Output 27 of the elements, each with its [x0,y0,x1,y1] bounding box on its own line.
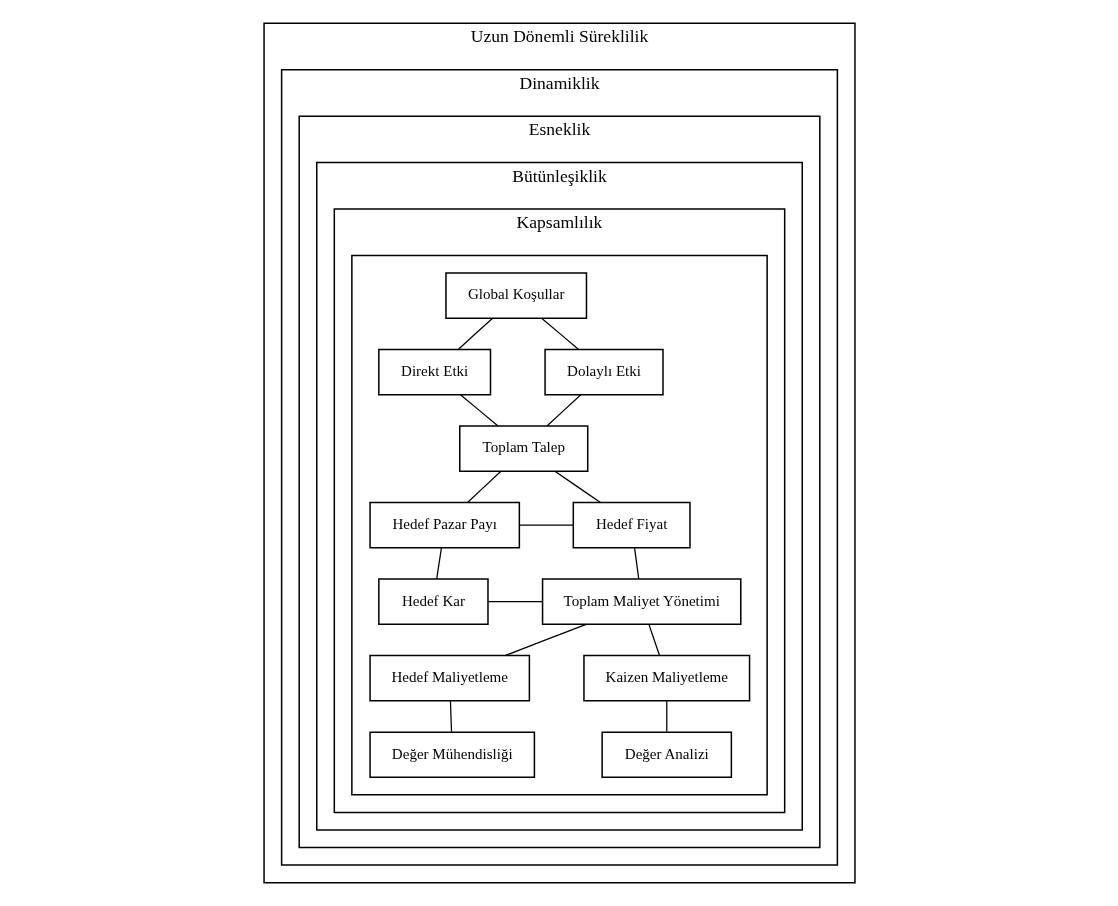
connector [504,623,587,657]
node-box: Direkt Etki [377,348,491,396]
node-box: Hedef Fiyat [572,501,691,549]
connector [540,317,579,350]
node-box: Hedef Kar [377,578,489,625]
node-box: Toplam Maliyet Yönetimi [541,578,742,625]
connector [546,394,581,427]
connector [487,601,543,603]
cluster [350,254,768,796]
connector [466,470,501,503]
node-box: Değer Analizi [600,731,732,779]
node-box: Hedef Maliyetleme [368,654,530,702]
node-box: Hedef Pazar Payı [368,501,520,549]
node-box: Değer Mühendisliği [368,731,535,779]
connector [435,547,442,580]
node-box: Kaizen Maliyetleme [582,654,750,702]
connector [665,700,667,733]
connector [457,317,493,350]
connector [553,470,601,504]
node-box: Toplam Talep [458,425,588,472]
connector [647,623,660,656]
connector [449,700,452,733]
connector [518,524,574,526]
node-box: Global Koşullar [444,272,587,319]
connector [633,547,639,580]
node-box: Dolaylı Etki [543,348,664,396]
connector [459,394,498,427]
